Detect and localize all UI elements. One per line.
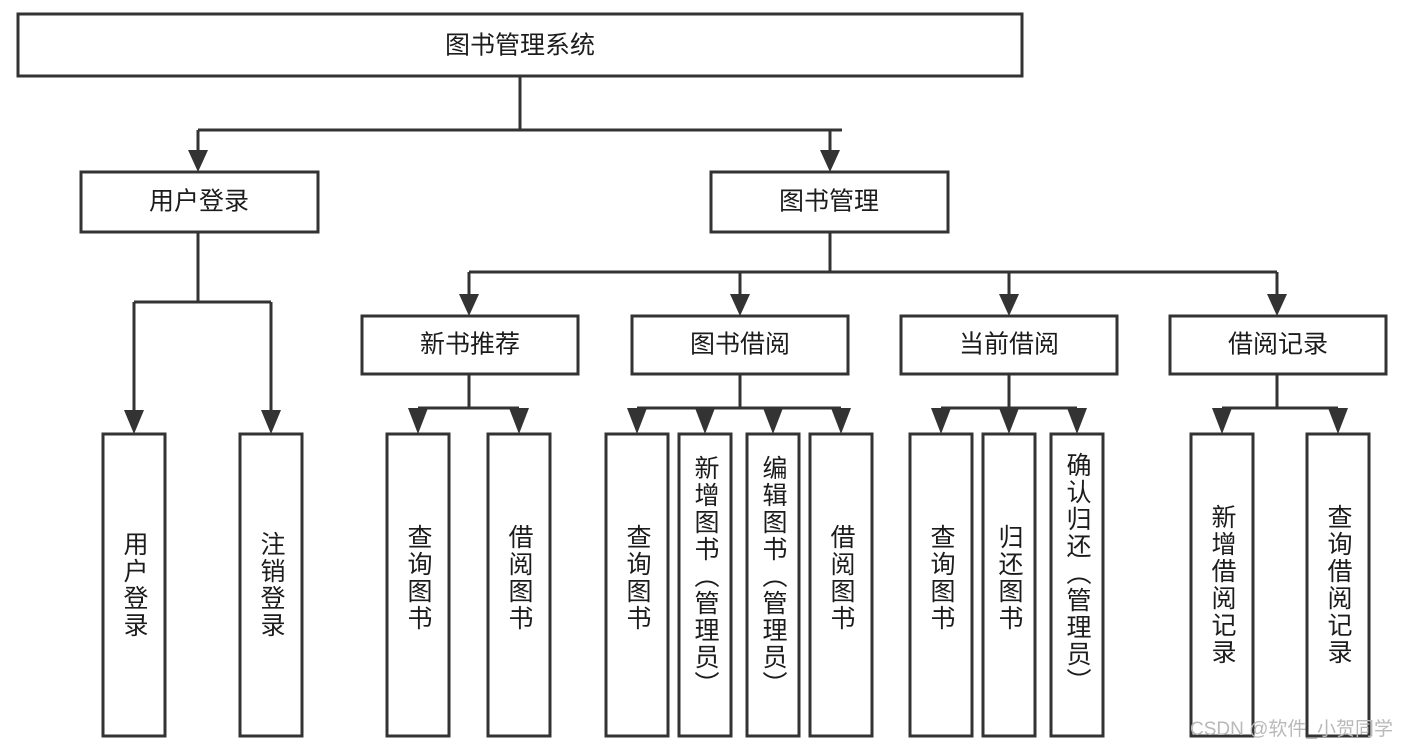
node-leaf-user-login-label: 用户登录 bbox=[120, 531, 149, 639]
node-leaf-add-record-box[interactable] bbox=[1189, 432, 1255, 738]
connector-group-user-login bbox=[124, 232, 281, 434]
node-leaf-return-book-box[interactable] bbox=[981, 432, 1037, 738]
arrow-head-borrow-book-1 bbox=[509, 408, 529, 434]
node-leaf-borrow-book-2-box[interactable] bbox=[808, 432, 874, 738]
node-current-borrow-box[interactable] bbox=[899, 314, 1119, 376]
node-leaf-query-book-2[interactable]: 查询图书 bbox=[604, 432, 670, 738]
arrow-head-query-book-3 bbox=[931, 408, 951, 434]
node-leaf-add-book[interactable]: 新增图书（管理员） bbox=[677, 432, 733, 738]
node-leaf-borrow-book-2-label: 借阅图书 bbox=[827, 524, 856, 632]
arrow-head-borrow-record bbox=[1267, 294, 1287, 316]
arrow-head-query-record bbox=[1328, 408, 1348, 434]
node-leaf-add-book-label: 新增图书（管理员） bbox=[691, 455, 720, 698]
node-leaf-logout[interactable]: 注销登录 bbox=[238, 432, 304, 738]
arrow-head-new-book-rec bbox=[459, 294, 479, 316]
arrow-head-leaf-user-login bbox=[124, 410, 144, 434]
node-leaf-logout-box[interactable] bbox=[238, 432, 304, 738]
connector-group-borrow-record bbox=[1212, 374, 1348, 434]
node-leaf-query-record-box[interactable] bbox=[1305, 432, 1371, 738]
node-leaf-borrow-book-1-box[interactable] bbox=[486, 432, 552, 738]
arrow-head-edit-book bbox=[763, 408, 783, 434]
node-leaf-add-book-box[interactable] bbox=[677, 432, 733, 738]
node-leaf-logout-label: 注销登录 bbox=[257, 531, 286, 639]
arrow-head-query-book-2 bbox=[627, 408, 647, 434]
node-book-borrow-box[interactable] bbox=[630, 314, 850, 376]
arrow-head-book-borrow bbox=[730, 294, 750, 316]
node-new-book-rec[interactable]: 新书推荐 bbox=[360, 314, 580, 376]
connector-group-root bbox=[188, 76, 842, 172]
arrow-head-current-borrow bbox=[999, 294, 1019, 316]
node-leaf-edit-book-box[interactable] bbox=[745, 432, 801, 738]
node-leaf-edit-book-label: 编辑图书（管理员） bbox=[759, 455, 788, 698]
node-leaf-query-book-3-label: 查询图书 bbox=[927, 524, 956, 632]
connector-group-book-borrow bbox=[627, 374, 851, 434]
node-root-label: 图书管理系统 bbox=[445, 32, 595, 60]
node-leaf-return-book-label: 归还图书 bbox=[995, 524, 1024, 632]
node-leaf-confirm-return-label: 确认归还（管理员） bbox=[1063, 452, 1092, 695]
node-current-borrow-label: 当前借阅 bbox=[959, 331, 1059, 359]
node-leaf-edit-book[interactable]: 编辑图书（管理员） bbox=[745, 432, 801, 738]
node-leaf-return-book[interactable]: 归还图书 bbox=[981, 432, 1037, 738]
node-leaf-query-book-1-box[interactable] bbox=[385, 432, 451, 738]
arrow-head-confirm-return bbox=[1067, 408, 1087, 434]
node-borrow-record-box[interactable] bbox=[1168, 314, 1388, 376]
arrow-head-leaf-logout bbox=[261, 410, 281, 434]
node-new-book-rec-label: 新书推荐 bbox=[420, 331, 520, 359]
node-root[interactable]: 图书管理系统 bbox=[16, 12, 1024, 78]
node-book-borrow[interactable]: 图书借阅 bbox=[630, 314, 850, 376]
node-leaf-borrow-book-1-label: 借阅图书 bbox=[505, 524, 534, 632]
arrow-head-user-login bbox=[188, 150, 208, 172]
connector-group-current-borrow bbox=[931, 374, 1087, 434]
node-book-admin-label: 图书管理 bbox=[779, 188, 879, 216]
arrow-head-query-book-1 bbox=[408, 408, 428, 434]
connector-group-new-book-rec bbox=[408, 374, 529, 434]
node-user-login[interactable]: 用户登录 bbox=[79, 170, 320, 234]
node-leaf-user-login-box[interactable] bbox=[101, 432, 167, 738]
arrow-head-add-book bbox=[695, 408, 715, 434]
node-leaf-query-record-label: 查询借阅记录 bbox=[1324, 504, 1353, 666]
node-leaf-add-record[interactable]: 新增借阅记录 bbox=[1189, 432, 1255, 738]
arrow-head-return-book bbox=[999, 408, 1019, 434]
node-leaf-query-book-1[interactable]: 查询图书 bbox=[385, 432, 451, 738]
arrow-head-add-record bbox=[1212, 408, 1232, 434]
arrow-head-book-admin bbox=[820, 150, 840, 172]
node-leaf-confirm-return[interactable]: 确认归还（管理员） bbox=[1049, 432, 1105, 738]
node-leaf-confirm-return-box[interactable] bbox=[1049, 432, 1105, 738]
connector-group-book-admin bbox=[459, 232, 1287, 316]
node-leaf-user-login[interactable]: 用户登录 bbox=[101, 432, 167, 738]
node-leaf-borrow-book-2[interactable]: 借阅图书 bbox=[808, 432, 874, 738]
csdn-watermark: CSDN @软件_小贺同学 bbox=[1190, 719, 1393, 740]
node-book-borrow-label: 图书借阅 bbox=[690, 331, 790, 359]
node-user-login-box[interactable] bbox=[79, 170, 320, 234]
arrow-head-borrow-book-2 bbox=[831, 408, 851, 434]
node-leaf-query-record[interactable]: 查询借阅记录 bbox=[1305, 432, 1371, 738]
node-borrow-record[interactable]: 借阅记录 bbox=[1168, 314, 1388, 376]
node-leaf-query-book-1-label: 查询图书 bbox=[404, 524, 433, 632]
node-leaf-query-book-3[interactable]: 查询图书 bbox=[908, 432, 974, 738]
node-leaf-borrow-book-1[interactable]: 借阅图书 bbox=[486, 432, 552, 738]
node-new-book-rec-box[interactable] bbox=[360, 314, 580, 376]
node-leaf-query-book-3-box[interactable] bbox=[908, 432, 974, 738]
node-root-box[interactable] bbox=[16, 12, 1024, 78]
node-current-borrow[interactable]: 当前借阅 bbox=[899, 314, 1119, 376]
node-leaf-query-book-2-label: 查询图书 bbox=[623, 524, 652, 632]
node-leaf-add-record-label: 新增借阅记录 bbox=[1208, 504, 1237, 666]
node-book-admin[interactable]: 图书管理 bbox=[709, 170, 950, 234]
node-book-admin-box[interactable] bbox=[709, 170, 950, 234]
node-borrow-record-label: 借阅记录 bbox=[1228, 331, 1328, 359]
node-leaf-query-book-2-box[interactable] bbox=[604, 432, 670, 738]
node-user-login-label: 用户登录 bbox=[149, 188, 249, 216]
